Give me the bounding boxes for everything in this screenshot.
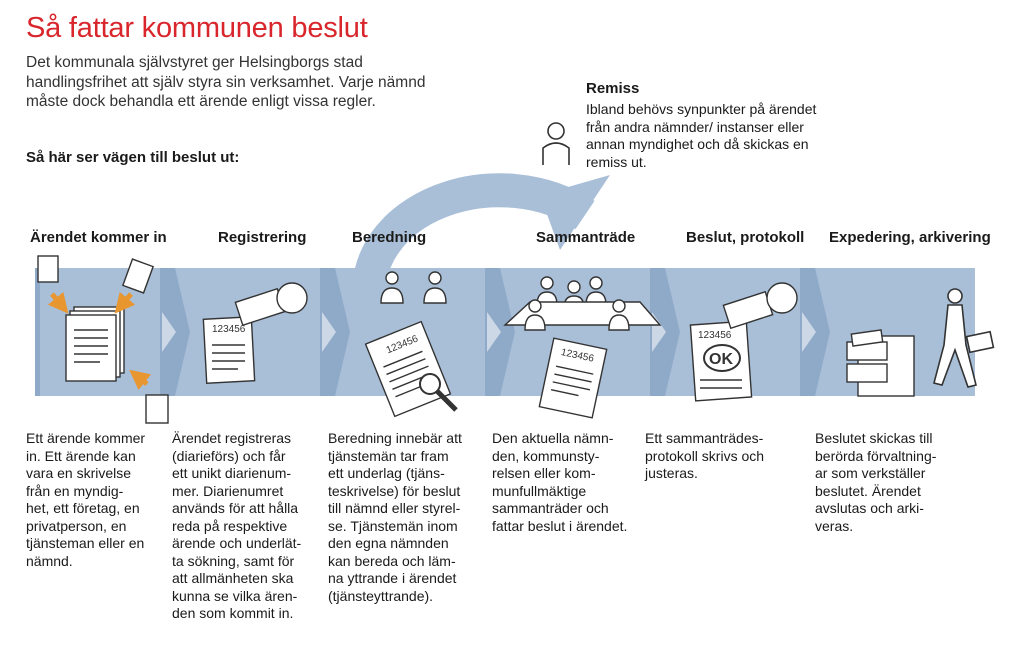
- stage-desc-incoming: Ett ärende kommer in. Ett ärende kan var…: [26, 430, 146, 569]
- stage-title-decision: Beslut, protokoll: [686, 229, 805, 246]
- stage-desc-preparation: Beredning innebär att tjänstemän tar fra…: [328, 430, 462, 604]
- intro-text: Det kommunala självstyret ger Helsingbor…: [26, 54, 426, 110]
- people-icon: [380, 271, 447, 304]
- document-icon: 123456: [538, 337, 608, 419]
- remiss-title: Remiss: [586, 80, 640, 97]
- svg-text:123456: 123456: [212, 324, 246, 335]
- stamp-icon: 123456: [202, 282, 308, 384]
- stage-title-dispatch: Expedering, arkivering: [829, 229, 991, 246]
- svg-text:OK: OK: [709, 351, 733, 368]
- filing-cabinet-icon: [846, 329, 915, 397]
- stage-desc-meeting: Den aktuella nämn- den, kommunsty- relse…: [492, 430, 628, 534]
- meeting-table-icon: [503, 276, 662, 331]
- page-title: Så fattar kommunen beslut: [26, 12, 368, 44]
- remiss-text: Ibland behövs synpunkter på ärendet från…: [586, 101, 817, 170]
- stage-title-incoming: Ärendet kommer in: [30, 229, 167, 246]
- stage-title-preparation: Beredning: [352, 229, 427, 246]
- magnifier-icon: [419, 373, 458, 412]
- stage-desc-dispatch: Beslutet skickas till berörda förvaltnin…: [815, 430, 937, 534]
- stage-desc-registration: Ärendet registreras (diarieförs) och får…: [172, 430, 302, 621]
- walking-person-icon: [933, 288, 995, 388]
- stage-title-registration: Registrering: [218, 229, 307, 246]
- incoming-documents-icon: [37, 255, 169, 424]
- approved-protocol-icon: 123456 OK: [689, 282, 798, 402]
- person-icon: [542, 122, 570, 165]
- stage-title-meeting: Sammanträde: [536, 229, 636, 246]
- stage-desc-decision: Ett sammanträdes- protokoll skrivs och j…: [645, 430, 765, 481]
- svg-text:123456: 123456: [698, 330, 732, 341]
- lead-text: Så här ser vägen till beslut ut:: [26, 149, 240, 166]
